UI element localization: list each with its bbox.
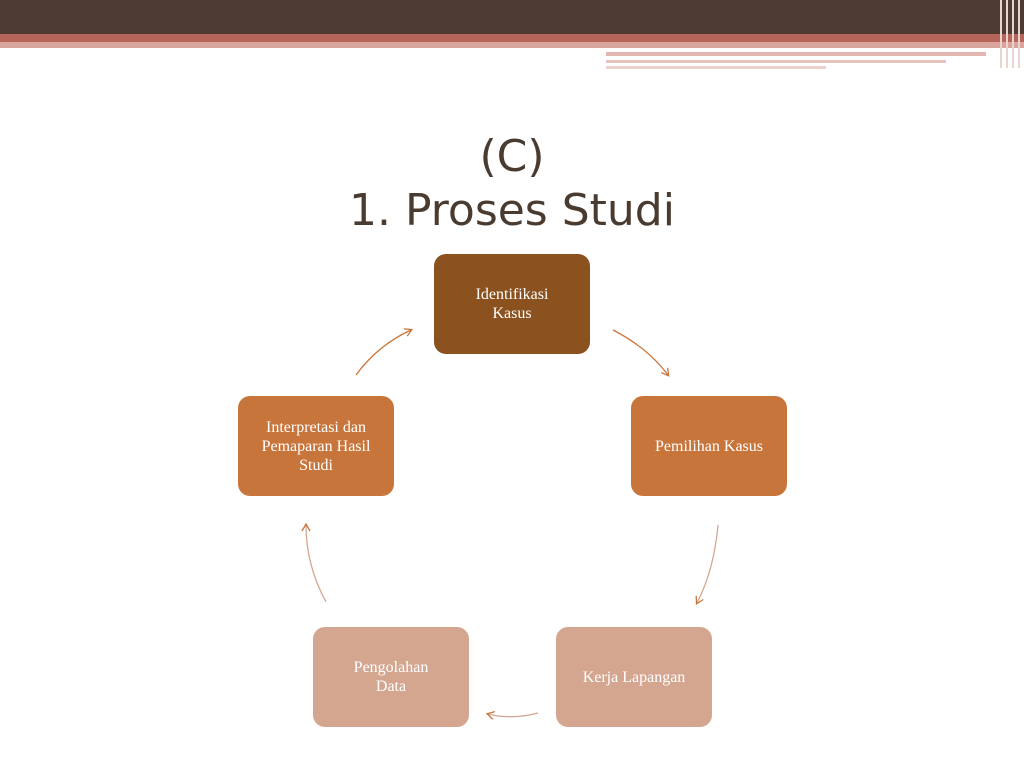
header-rule [606,60,946,63]
header-rule [606,52,986,56]
node-label: Pemilihan Kasus [655,437,763,455]
arrow-pemilihan-to-kerja [695,524,719,606]
node-identifikasi-kasus: Identifikasi Kasus [434,254,590,354]
header-rule [606,66,826,69]
slide-title-line-2: 1. Proses Studi [349,185,675,236]
header-band-accent-light [0,42,1024,48]
node-interpretasi-pemaparan: Interpretasi dan Pemaparan Hasil Studi [238,396,394,496]
header-band-dark [0,0,1024,34]
arrow-pengolahan-to-interpretasi [301,522,327,603]
node-kerja-lapangan: Kerja Lapangan [556,627,712,727]
node-pengolahan-data: Pengolahan Data [313,627,469,727]
header-stripes [994,0,1024,68]
arrow-kerja-to-pengolahan [485,710,539,720]
node-label: Kerja Lapangan [582,668,686,686]
node-pemilihan-kasus: Pemilihan Kasus [631,396,787,496]
node-label: Identifikasi Kasus [475,286,549,322]
node-label: Pengolahan Data [353,659,429,695]
arrow-interpretasi-to-identifikasi [355,328,414,376]
slide-title-line-1: (C) [479,131,545,182]
arrow-identifikasi-to-pemilihan [612,329,670,377]
header-gap [0,48,606,68]
header-band-accent [0,34,1024,42]
node-label: Interpretasi dan Pemaparan Hasil Studi [261,418,371,474]
slide-title: (C) 1. Proses Studi [0,130,1024,238]
